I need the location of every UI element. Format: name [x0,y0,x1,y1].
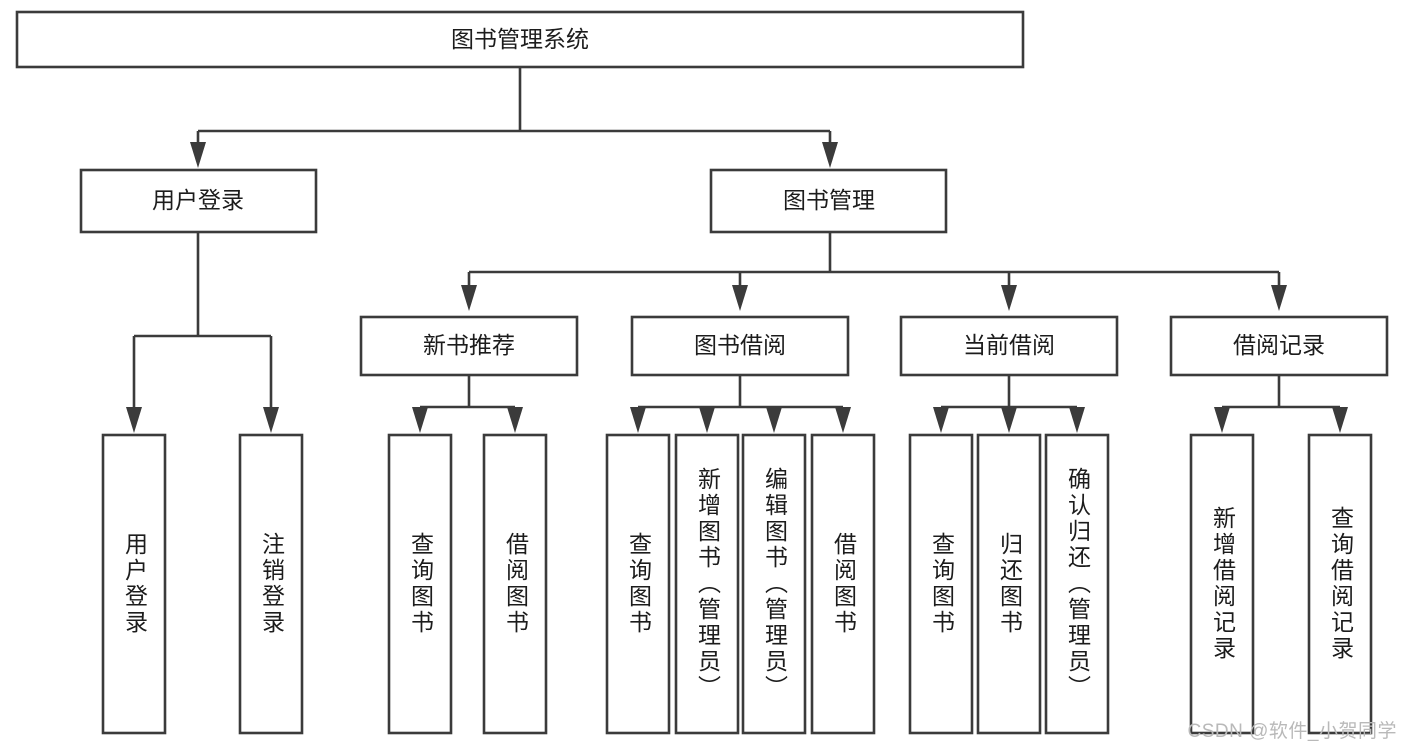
leaf-label-4: 查询图书 [625,532,652,636]
leaf-label-3: 借阅图书 [502,532,529,636]
arrow-leaf-10 [1069,407,1085,433]
connector-group-borrow [630,375,851,433]
connector-group-root [190,67,838,168]
leaf-box-2[interactable] [387,433,453,735]
connector-group-new-book [412,375,523,433]
leaf-box-11[interactable] [1189,433,1255,735]
level3-box-1[interactable] [630,315,850,377]
arrow-leaf-5 [699,407,715,433]
leaf-label-8: 查询图书 [928,532,955,636]
arrow-to-user-login [190,142,206,168]
arrow-leaf-3 [507,407,523,433]
leaf-label-11: 新增借阅记录 [1209,506,1236,662]
level3-box-2[interactable] [899,315,1119,377]
arrow-leaf-6 [766,407,782,433]
arrow-to-new-book [461,285,477,311]
node-book-borrow[interactable]: 图书借阅 [630,315,850,377]
leaf-label-0: 用户登录 [121,532,148,636]
leaf-label-2: 查询图书 [407,532,434,636]
leaf-box-12[interactable] [1307,433,1373,735]
leaf-box-7[interactable] [810,433,876,735]
arrow-leaf-2 [412,407,428,433]
arrow-to-records [1271,285,1287,311]
arrow-leaf-9 [1001,407,1017,433]
node-book-management[interactable]: 图书管理 [709,168,948,234]
leaf-box-4[interactable] [605,433,671,735]
leaf-box-0[interactable] [101,433,167,735]
level3-box-3[interactable] [1169,315,1389,377]
leaf-box-10[interactable] [1044,433,1110,735]
level2-box-1[interactable] [709,168,948,234]
leaf-box-9[interactable] [976,433,1042,735]
leaf-box-5[interactable] [674,433,740,735]
leaf-box-3[interactable] [482,433,548,735]
watermark-text: CSDN @软件_小贺同学 [1187,721,1397,742]
arrow-leaf-11 [1214,407,1230,433]
arrow-leaf-4 [630,407,646,433]
arrow-to-borrow [732,285,748,311]
leaf-label-5: 新增图书（管理员） [694,467,721,701]
leaf-boxes [101,433,1373,735]
leaf-label-12: 查询借阅记录 [1327,506,1354,662]
level3-box-0[interactable] [359,315,579,377]
level3-label-1: 图书借阅 [694,332,786,358]
root-box[interactable] [15,10,1025,69]
connector-group-records [1214,375,1348,433]
connector-group-current [933,375,1085,433]
arrow-leaf-7 [835,407,851,433]
level3-label-0: 新书推荐 [423,332,515,358]
leaf-label-6: 编辑图书（管理员） [761,467,788,701]
leaf-label-7: 借阅图书 [830,532,857,636]
leaf-label-10: 确认归还（管理员） [1064,467,1091,701]
arrow-to-current [1001,285,1017,311]
arrow-leaf-0 [126,407,142,433]
leaf-box-6[interactable] [741,433,807,735]
level2-label-0: 用户登录 [152,187,244,213]
level2-box-0[interactable] [79,168,318,234]
connector-group-book-mgmt [461,232,1287,311]
arrow-to-book-mgmt [822,142,838,168]
arrow-leaf-1 [263,407,279,433]
level3-label-3: 借阅记录 [1233,332,1325,358]
level3-label-2: 当前借阅 [963,332,1055,358]
node-root[interactable]: 图书管理系统 [15,10,1025,69]
connector-group-user-login [126,232,279,433]
leaf-label-1: 注销登录 [258,532,285,636]
node-borrow-records[interactable]: 借阅记录 [1169,315,1389,377]
arrow-leaf-12 [1332,407,1348,433]
root-label: 图书管理系统 [451,26,589,52]
leaf-label-9: 归还图书 [996,532,1023,636]
leaf-box-8[interactable] [908,433,974,735]
node-new-book-recommend[interactable]: 新书推荐 [359,315,579,377]
node-user-login[interactable]: 用户登录 [79,168,318,234]
leaf-box-1[interactable] [238,433,304,735]
node-current-borrow[interactable]: 当前借阅 [899,315,1119,377]
arrow-leaf-8 [933,407,949,433]
level2-label-1: 图书管理 [783,187,875,213]
